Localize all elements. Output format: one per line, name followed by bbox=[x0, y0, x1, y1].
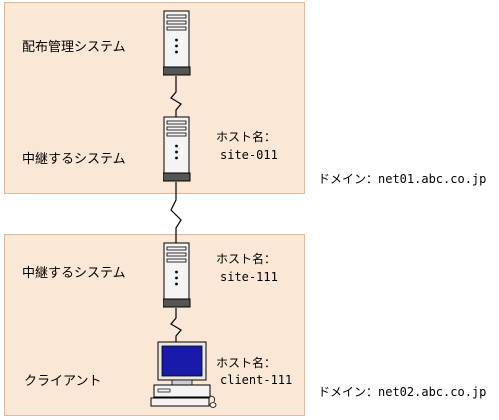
node-role-label: クライアント bbox=[24, 374, 102, 389]
host-name: site-011 bbox=[220, 148, 278, 162]
link-3 bbox=[170, 308, 182, 344]
node-role-label: 中継するシステム bbox=[22, 266, 126, 281]
server-icon bbox=[163, 10, 191, 76]
server-icon bbox=[163, 116, 191, 182]
host-name: site-111 bbox=[220, 270, 278, 284]
client-pc-icon bbox=[150, 341, 217, 408]
node-role-label: 配布管理システム bbox=[22, 40, 126, 55]
domain-label: ドメイン：net01.abc.co.jp bbox=[318, 172, 487, 186]
domain-box-1 bbox=[4, 2, 305, 194]
host-caption: ホスト名： bbox=[216, 130, 277, 144]
link-1 bbox=[170, 76, 182, 118]
host-name: client-111 bbox=[220, 373, 293, 387]
link-2 bbox=[170, 182, 182, 246]
server-icon bbox=[163, 242, 191, 308]
host-caption: ホスト名： bbox=[216, 356, 277, 370]
host-caption: ホスト名： bbox=[216, 252, 277, 266]
domain-label: ドメイン：net02.abc.co.jp bbox=[318, 385, 487, 399]
node-role-label: 中継するシステム bbox=[22, 152, 126, 167]
